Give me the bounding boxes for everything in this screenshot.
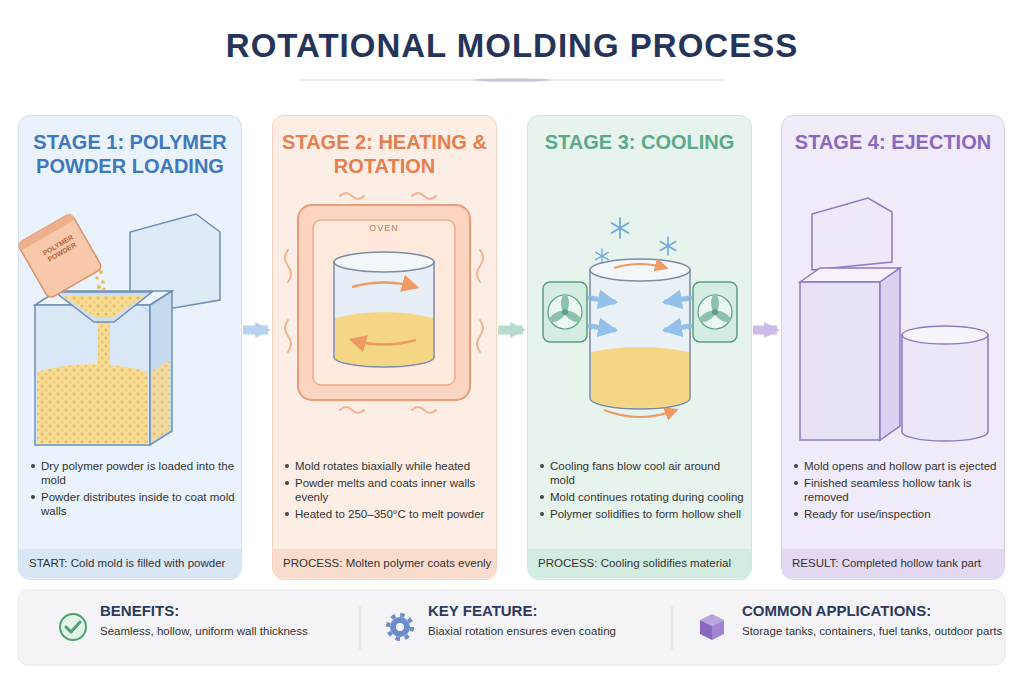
stage-panel: STAGE 4: EJECTION Mold opens and hollow p… xyxy=(781,115,1005,580)
separator xyxy=(671,606,672,650)
section-heading: BENEFITS: xyxy=(100,602,345,620)
bullet-dot xyxy=(540,495,544,499)
bullet-text: Polymer solidifies to form hollow shell xyxy=(550,508,741,520)
box-icon-right xyxy=(712,620,724,640)
summary-band xyxy=(18,590,1005,665)
bullet-dot xyxy=(794,481,798,485)
flow-arrow xyxy=(243,326,268,335)
bullet-dot xyxy=(285,481,289,485)
box-icon-top xyxy=(700,614,724,626)
diagram-title: ROTATIONAL MOLDING PROCESS xyxy=(0,26,1024,66)
check-mark xyxy=(66,622,80,632)
bullet-item: Dry polymer powder is loaded into the mo… xyxy=(31,459,235,487)
bullet-dot xyxy=(794,464,798,468)
bullet-text: Cooling fans blow cool air around mold xyxy=(550,460,720,486)
bullet-dot xyxy=(540,464,544,468)
gear-teeth xyxy=(388,615,412,639)
stage-heading: STAGE 4: EJECTION xyxy=(788,130,998,154)
section-heading: KEY FEATURE: xyxy=(428,602,658,620)
bullet-text: Heated to 250–350°C to melt powder xyxy=(295,508,484,520)
bullet-list: Cooling fans blow cool air around moldMo… xyxy=(540,459,745,524)
stage-footer: PROCESS: Cooling solidifies material xyxy=(528,549,751,578)
info-section: KEY FEATURE: Biaxial rotation ensures eve… xyxy=(428,602,658,660)
bullet-dot xyxy=(31,495,35,499)
section-text: Seamless, hollow, uniform wall thickness xyxy=(100,624,345,638)
footer-text: PROCESS: Cooling solidifies material xyxy=(538,557,731,570)
bullet-text: Mold continues rotating during cooling xyxy=(550,491,744,503)
info-section: BENEFITS: Seamless, hollow, uniform wall … xyxy=(100,602,345,660)
separator xyxy=(359,606,360,650)
bullet-list: Mold opens and hollow part is ejectedFin… xyxy=(794,459,998,524)
bullet-dot xyxy=(31,464,35,468)
section-text: Biaxial rotation ensures even coating xyxy=(428,624,658,638)
stage-footer: START: Cold mold is filled with powder xyxy=(19,549,241,578)
bullet-item: Heated to 250–350°C to melt powder xyxy=(285,507,490,521)
gear-hole xyxy=(396,623,404,631)
info-section: COMMON APPLICATIONS: Storage tanks, conta… xyxy=(742,602,1004,660)
box-icon-left xyxy=(700,620,712,640)
bullet-item: Mold opens and hollow part is ejected xyxy=(794,459,998,473)
bullet-text: Powder melts and coats inner walls evenl… xyxy=(295,477,475,503)
bullet-dot xyxy=(794,512,798,516)
flow-arrow xyxy=(498,326,523,335)
stage-footer: PROCESS: Molten polymer coats evenly xyxy=(273,549,496,578)
bullet-item: Cooling fans blow cool air around mold xyxy=(540,459,745,487)
check-icon xyxy=(60,614,86,640)
gear-icon xyxy=(390,617,410,637)
stage-panel: STAGE 3: COOLING Cooling fans blow cool a… xyxy=(527,115,752,580)
bullet-text: Finished seamless hollow tank is removed xyxy=(804,477,971,503)
section-heading: COMMON APPLICATIONS: xyxy=(742,602,1004,620)
bullet-item: Polymer solidifies to form hollow shell xyxy=(540,507,745,521)
title-rule-accent xyxy=(472,78,552,81)
stage-footer: RESULT: Completed hollow tank part xyxy=(782,549,1004,578)
stage-heading: STAGE 3: COOLING xyxy=(534,130,745,154)
stage-heading: STAGE 2: HEATING & ROTATION xyxy=(279,130,490,178)
bullet-item: Finished seamless hollow tank is removed xyxy=(794,476,998,504)
bullet-dot xyxy=(285,464,289,468)
illustration-label: OVEN xyxy=(354,224,414,234)
bullet-item: Ready for use/inspection xyxy=(794,507,998,521)
bullet-list: Dry polymer powder is loaded into the mo… xyxy=(31,459,235,521)
stage-panel: STAGE 2: HEATING & ROTATION Mold rotates … xyxy=(272,115,497,580)
bullet-item: Powder melts and coats inner walls evenl… xyxy=(285,476,490,504)
bullet-text: Powder distributes inside to coat mold w… xyxy=(41,491,235,517)
section-text: Storage tanks, containers, fuel tanks, o… xyxy=(742,624,1004,638)
footer-text: PROCESS: Molten polymer coats evenly xyxy=(283,557,491,570)
bullet-item: Mold continues rotating during cooling xyxy=(540,490,745,504)
bullet-text: Dry polymer powder is loaded into the mo… xyxy=(41,460,234,486)
bullet-dot xyxy=(540,512,544,516)
stage-heading: STAGE 1: POLYMER POWDER LOADING xyxy=(25,130,235,178)
bullet-dot xyxy=(285,512,289,516)
bullet-item: Powder distributes inside to coat mold w… xyxy=(31,490,235,518)
bullet-text: Mold opens and hollow part is ejected xyxy=(804,460,996,472)
bullet-text: Mold rotates biaxially while heated xyxy=(295,460,470,472)
title-rule xyxy=(300,79,724,80)
footer-text: RESULT: Completed hollow tank part xyxy=(792,557,981,570)
bullet-item: Mold rotates biaxially while heated xyxy=(285,459,490,473)
bullet-text: Ready for use/inspection xyxy=(804,508,931,520)
footer-text: START: Cold mold is filled with powder xyxy=(29,557,225,570)
flow-arrow xyxy=(753,326,777,335)
stage-panel: STAGE 1: POLYMER POWDER LOADING Dry polym… xyxy=(18,115,242,580)
bullet-list: Mold rotates biaxially while heatedPowde… xyxy=(285,459,490,524)
